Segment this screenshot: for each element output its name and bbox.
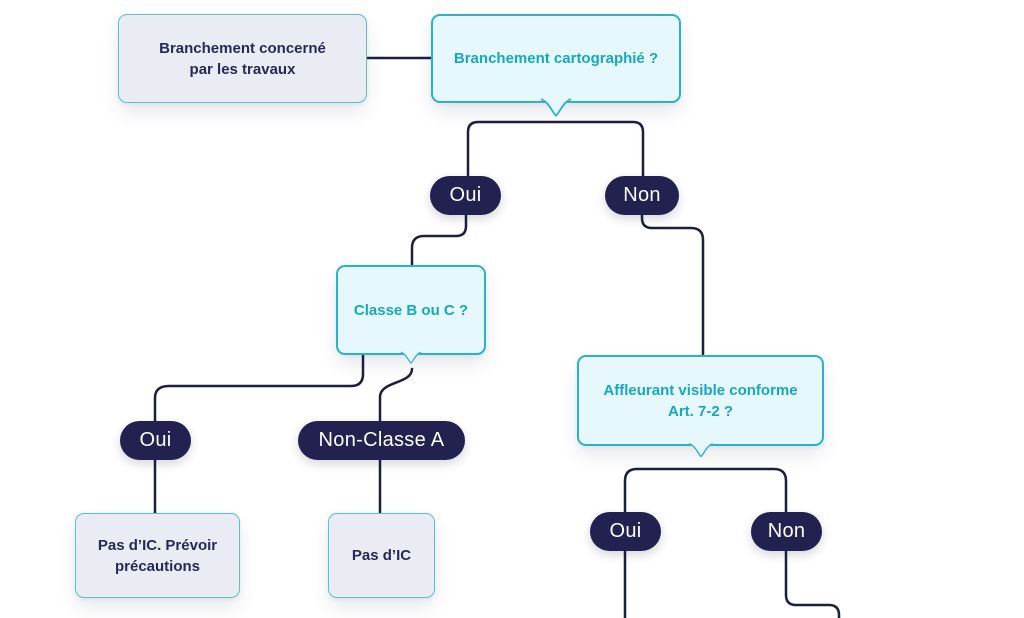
pill-label: Non — [767, 520, 806, 542]
node-label: Classe B ou C ? — [354, 300, 468, 321]
pill-classe-non-classe-a: Non-Classe A — [298, 421, 465, 460]
label-line-1: Pas d’IC. Prévoir — [97, 536, 218, 554]
node-label: Affleurant visible conforme Art. 7-2 ? — [603, 380, 797, 422]
node-branchement-concerne: Branchement concerné par les travaux — [118, 14, 367, 103]
pill-label: Oui — [609, 520, 642, 542]
label-line-1: Pas d’IC — [351, 547, 412, 564]
speech-tail-icon — [688, 442, 713, 458]
pill-affleurant-non: Non — [751, 512, 822, 551]
label-line-2: précautions — [114, 557, 201, 575]
node-affleurant-visible: Affleurant visible conforme Art. 7-2 ? — [577, 355, 824, 458]
edge-affleurant-branch — [623, 467, 788, 515]
pill-carto-non: Non — [605, 176, 679, 215]
speech-tail-icon — [400, 351, 422, 364]
node-pas-dic-precautions: Pas d’IC. Prévoir précautions — [75, 513, 240, 598]
pill-carto-oui: Oui — [430, 176, 501, 215]
node-pas-dic: Pas d’IC — [328, 513, 435, 598]
node-label: Pas d’IC — [352, 545, 411, 566]
node-label: Branchement cartographié ? — [454, 48, 658, 69]
speech-tail-icon — [540, 98, 572, 117]
pill-classe-oui: Oui — [120, 421, 191, 460]
label-line-1: Branchement concerné — [159, 39, 326, 57]
node-classe-b-ou-c: Classe B ou C ? — [336, 265, 486, 364]
label-line-2: par les travaux — [189, 60, 296, 78]
node-branchement-cartographie: Branchement cartographié ? — [431, 14, 681, 117]
pill-label: Non-Classe A — [318, 429, 445, 451]
label-line-1: Affleurant visible conforme — [603, 381, 798, 399]
pill-label: Oui — [449, 184, 482, 206]
node-label: Branchement concerné par les travaux — [159, 38, 326, 80]
label-line-1: Branchement cartographié ? — [453, 50, 659, 67]
edge-carto-branch — [466, 120, 645, 180]
edge-classe-to-oui — [153, 352, 365, 424]
pill-label: Oui — [139, 429, 172, 451]
pill-label: Non — [623, 184, 661, 206]
edge-affleurant-non-down — [784, 547, 841, 618]
label-line-1: Classe B ou C ? — [353, 301, 469, 319]
edge-carto-non-to-affleurant — [640, 212, 705, 358]
label-line-2: Art. 7-2 ? — [667, 402, 733, 420]
edge-classe-to-nonclassea — [378, 367, 414, 424]
node-label: Pas d’IC. Prévoir précautions — [98, 535, 217, 577]
pill-affleurant-oui: Oui — [590, 512, 661, 551]
edge-carto-oui-to-classe — [410, 212, 468, 269]
